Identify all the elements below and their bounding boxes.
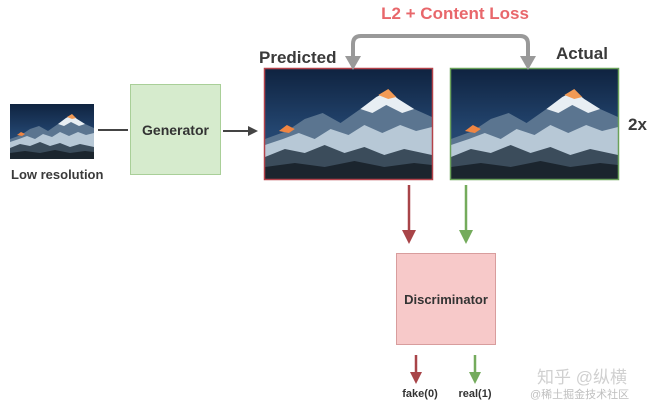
predicted-label: Predicted xyxy=(259,48,336,68)
real-output-label: real(1) xyxy=(453,388,497,400)
generator-label: Generator xyxy=(142,122,209,138)
fake-output-label: fake(0) xyxy=(398,388,442,400)
low-resolution-image xyxy=(10,104,94,159)
loss-label: L2 + Content Loss xyxy=(350,4,560,24)
loss-bracket-arrow xyxy=(345,36,536,70)
discriminator-label: Discriminator xyxy=(404,292,488,307)
fake-output-arrow xyxy=(410,355,422,384)
predicted-to-discriminator-arrow xyxy=(402,185,416,244)
low-resolution-label: Low resolution xyxy=(11,167,103,182)
scale-factor-label: 2x xyxy=(628,115,647,135)
predicted-image xyxy=(265,69,433,180)
generator-box: Generator xyxy=(130,84,221,175)
real-output-arrow xyxy=(469,355,481,384)
watermark-line-2: @稀土掘金技术社区 xyxy=(530,386,629,402)
watermark-line-1: 知乎 @纵横 xyxy=(537,363,627,388)
actual-to-discriminator-arrow xyxy=(459,185,473,244)
generator-to-predicted-arrow xyxy=(223,126,258,136)
discriminator-box: Discriminator xyxy=(396,253,496,345)
actual-label: Actual xyxy=(556,44,608,64)
actual-image xyxy=(451,69,619,180)
